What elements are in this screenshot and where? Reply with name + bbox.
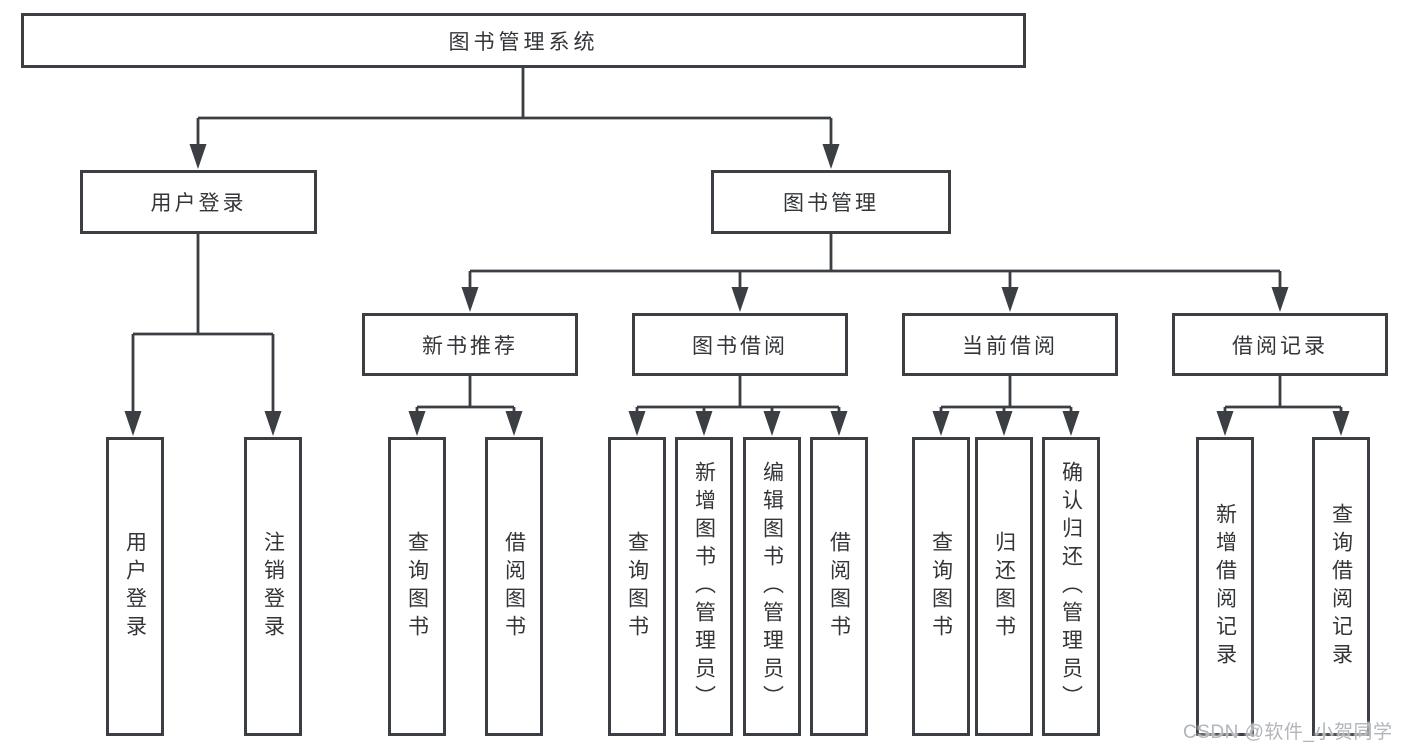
- node-label: 图书管理: [783, 192, 879, 215]
- leaf-label: 查询图书: [405, 530, 429, 643]
- leaf-add-borrow-record: 新增借阅记录: [1196, 437, 1254, 736]
- leaf-label: 借阅图书: [827, 530, 851, 643]
- leaf-query-borrow-record: 查询借阅记录: [1312, 437, 1370, 736]
- node-label: 新书推荐: [422, 334, 518, 358]
- leaf-add-books-admin: 新增图书（管理员）: [675, 437, 733, 736]
- node-book-management: 图书管理: [711, 170, 951, 234]
- leaf-label: 查询图书: [625, 530, 649, 643]
- leaf-query-books-recommend: 查询图书: [388, 437, 446, 736]
- leaf-query-books-borrow: 查询图书: [608, 437, 666, 736]
- leaf-label: 新增借阅记录: [1213, 502, 1237, 671]
- node-label: 用户登录: [150, 192, 247, 215]
- node-current-borrowing: 当前借阅: [902, 313, 1118, 376]
- node-label: 借阅记录: [1232, 334, 1328, 358]
- node-book-borrowing: 图书借阅: [632, 313, 848, 376]
- leaf-label: 借阅图书: [502, 530, 526, 643]
- leaf-label: 归还图书: [992, 530, 1016, 643]
- leaf-return-books: 归还图书: [975, 437, 1033, 736]
- leaf-query-books-current: 查询图书: [912, 437, 970, 736]
- leaf-label: 新增图书（管理员）: [692, 460, 716, 713]
- node-borrowing-records: 借阅记录: [1172, 313, 1388, 376]
- leaf-confirm-return-admin: 确认归还（管理员）: [1042, 437, 1100, 736]
- leaf-label: 确认归还（管理员）: [1059, 460, 1083, 713]
- node-user-login: 用户登录: [80, 170, 317, 234]
- leaf-logout: 注销登录: [244, 437, 302, 736]
- leaf-borrow-books: 借阅图书: [810, 437, 868, 736]
- node-label: 图书管理系统: [448, 30, 599, 54]
- leaf-label: 查询借阅记录: [1329, 502, 1353, 671]
- csdn-watermark: CSDN @软件_小贺同学: [1183, 722, 1393, 743]
- node-label: 当前借阅: [962, 334, 1058, 358]
- leaf-label: 注销登录: [261, 530, 285, 643]
- leaf-label: 编辑图书（管理员）: [760, 460, 784, 713]
- leaf-label: 查询图书: [929, 530, 953, 643]
- leaf-edit-books-admin: 编辑图书（管理员）: [743, 437, 801, 736]
- leaf-label: 用户登录: [123, 530, 147, 643]
- node-new-book-recommendation: 新书推荐: [362, 313, 578, 376]
- leaf-borrow-books-recommend: 借阅图书: [485, 437, 543, 736]
- node-label: 图书借阅: [692, 334, 788, 358]
- node-library-management-system: 图书管理系统: [21, 13, 1026, 68]
- leaf-user-login: 用户登录: [106, 437, 164, 736]
